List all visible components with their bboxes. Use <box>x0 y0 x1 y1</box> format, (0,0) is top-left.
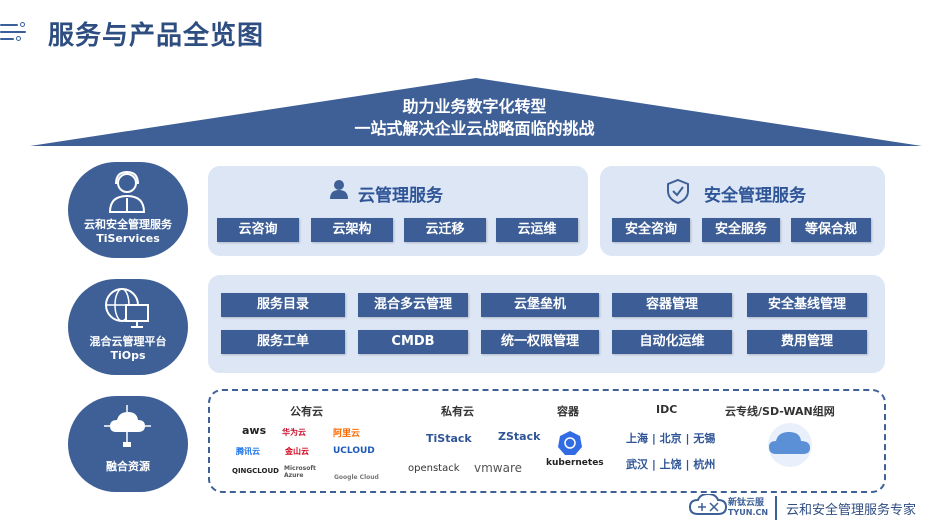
side-label-line1: 混合云管理平台 <box>89 335 167 348</box>
cloud-mgmt-panel: 云管理服务 云咨询 云架构 云迁移 云运维 <box>208 166 588 256</box>
side-label-resources: 融合资源 <box>68 396 188 492</box>
tiops-item[interactable]: 云堡垒机 <box>481 293 599 317</box>
tiops-item[interactable]: 费用管理 <box>747 330 867 354</box>
tiops-item[interactable]: 服务目录 <box>221 293 345 317</box>
tiops-item[interactable]: 混合多云管理 <box>358 293 468 317</box>
tiops-item[interactable]: 容器管理 <box>612 293 732 317</box>
cloud-mgmt-item[interactable]: 云迁移 <box>404 218 486 242</box>
roof-line-2: 一站式解决企业云战略面临的挑战 <box>354 119 595 138</box>
sdwan-heading: 云专线/SD-WAN组网 <box>725 405 835 418</box>
support-person-icon <box>108 170 146 213</box>
tencent-logo: 腾讯云 <box>236 447 260 456</box>
globe-monitor-icon <box>105 288 149 328</box>
huawei-logo: 华为云 <box>282 428 306 437</box>
roof-line-1: 助力业务数字化转型 <box>402 97 547 116</box>
footer-tagline: 云和安全管理服务专家 <box>786 503 917 518</box>
tiops-item[interactable]: 安全基线管理 <box>747 293 867 317</box>
container-heading: 容器 <box>557 405 579 418</box>
side-label-line2: TiOps <box>110 349 146 362</box>
tiops-panel: 服务目录 混合多云管理 云堡垒机 容器管理 安全基线管理 服务工单 CMDB 统… <box>208 275 885 373</box>
roof-slogan: 助力业务数字化转型 一站式解决企业云战略面临的挑战 <box>0 96 949 140</box>
menu-lines-icon <box>0 18 28 50</box>
brand-name-cn: 新钛云服 <box>728 498 765 508</box>
side-label-line1: 云和安全管理服务 <box>84 218 172 231</box>
openstack-logo: openstack <box>408 463 460 474</box>
side-label-tiservices: 云和安全管理服务 TiServices <box>68 162 188 258</box>
shield-check-icon <box>667 178 689 204</box>
kubernetes-icon <box>558 431 582 455</box>
side-label-line2: TiServices <box>96 232 160 245</box>
vmware-logo: vmware <box>474 461 523 475</box>
tiops-item[interactable]: 统一权限管理 <box>481 330 599 354</box>
security-item[interactable]: 安全咨询 <box>612 218 690 242</box>
kubernetes-logo: kubernetes <box>546 458 604 468</box>
azure-logo: Microsoft Azure <box>284 465 316 479</box>
brand-logo-icon <box>688 494 728 515</box>
tiops-item[interactable]: 服务工单 <box>221 330 345 354</box>
tiops-item[interactable]: 自动化运维 <box>612 330 732 354</box>
user-icon <box>330 180 348 199</box>
side-label-tiops: 混合云管理平台 TiOps <box>68 279 188 375</box>
cloud-icon <box>768 423 812 467</box>
public-cloud-heading: 公有云 <box>290 405 323 418</box>
side-label-line1: 融合资源 <box>106 460 150 473</box>
resources-box <box>208 389 886 493</box>
zstack-logo: ZStack <box>498 430 541 443</box>
idc-cities-row1: 上海 | 北京 | 无锡 <box>626 432 716 445</box>
cloud-network-icon <box>104 405 151 447</box>
idc-cities-row2: 武汉 | 上饶 | 杭州 <box>626 458 716 471</box>
security-title: 安全管理服务 <box>704 186 806 206</box>
qingcloud-logo: QINGCLOUD <box>232 467 279 475</box>
security-item[interactable]: 等保合规 <box>791 218 871 242</box>
tistack-logo: TiStack <box>426 432 472 445</box>
cloud-mgmt-item[interactable]: 云架构 <box>311 218 393 242</box>
aliyun-logo: 阿里云 <box>333 429 361 439</box>
cloud-mgmt-item[interactable]: 云咨询 <box>217 218 299 242</box>
ucloud-logo: UCLOUD <box>333 446 375 456</box>
aws-logo: aws <box>242 424 267 437</box>
footer-divider <box>775 496 777 520</box>
page-title: 服务与产品全览图 <box>48 21 265 51</box>
roof-banner <box>30 78 922 146</box>
idc-heading: IDC <box>656 403 678 416</box>
kingsoft-logo: 金山云 <box>285 447 309 456</box>
cloud-mgmt-item[interactable]: 云运维 <box>496 218 578 242</box>
security-item[interactable]: 安全服务 <box>702 218 780 242</box>
tiops-item[interactable]: CMDB <box>358 330 468 354</box>
google-cloud-logo: Google Cloud <box>334 474 379 481</box>
security-panel: 安全管理服务 安全咨询 安全服务 等保合规 <box>600 166 885 256</box>
cloud-mgmt-title: 云管理服务 <box>358 186 443 206</box>
private-cloud-heading: 私有云 <box>441 405 474 418</box>
brand-name-en: TYUN.CN <box>728 508 769 517</box>
